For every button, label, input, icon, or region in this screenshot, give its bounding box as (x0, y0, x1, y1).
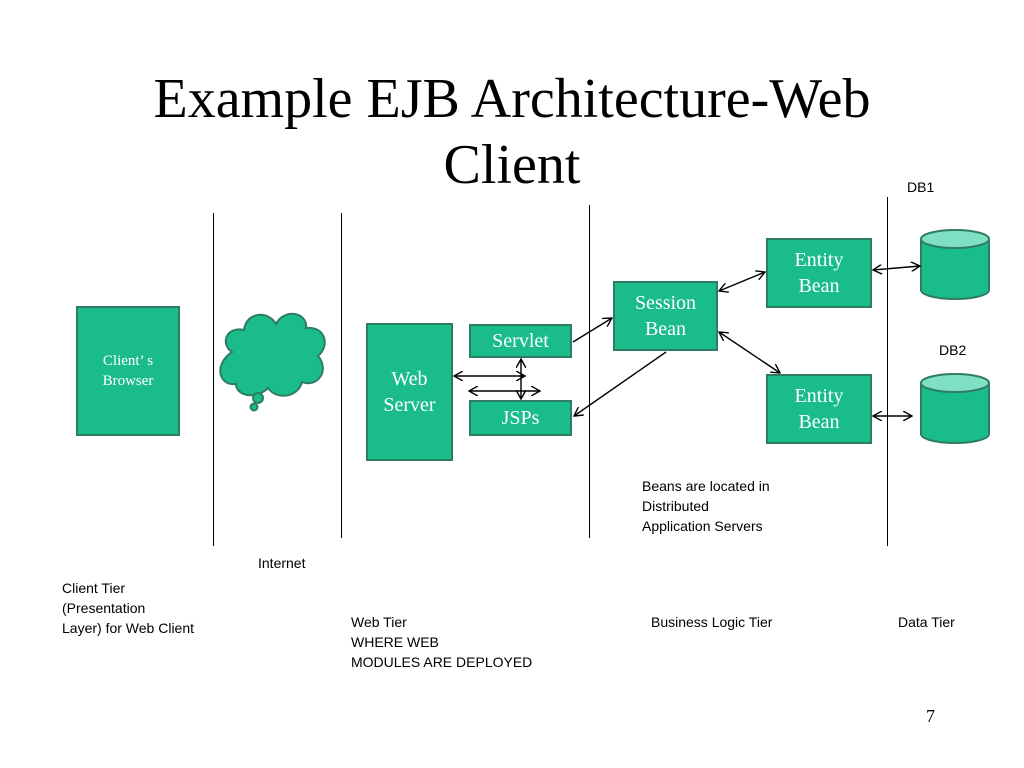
session-bean-box: Session Bean (613, 281, 718, 351)
arrow-entity1-db1 (873, 266, 920, 270)
servlet-box: Servlet (469, 324, 572, 358)
servlet-label: Servlet (492, 330, 549, 352)
arrow-session-entity1 (719, 272, 765, 291)
client-browser-box: Client’ s Browser (76, 306, 180, 436)
beans-note: Beans are located in Distributed Applica… (642, 478, 770, 534)
entity-bean-1-box: Entity Bean (766, 238, 872, 308)
tier-divider-2 (341, 213, 342, 538)
business-tier-label: Business Logic Tier (651, 614, 773, 630)
internet-label: Internet (258, 555, 306, 571)
slide-title: Example EJB Architecture-Web Client (60, 66, 964, 198)
web-server-label: Web Server (383, 368, 436, 416)
db1-cylinder-icon (920, 229, 990, 300)
tier-divider-3 (589, 205, 590, 538)
jsps-box: JSPs (469, 400, 572, 436)
client-browser-label: Client’ s Browser (102, 353, 154, 389)
entity-bean-2-box: Entity Bean (766, 374, 872, 444)
data-tier-label: Data Tier (898, 614, 955, 630)
arrow-session-jsps (574, 351, 667, 416)
web-tier-label: Web Tier WHERE WEB MODULES ARE DEPLOYED (351, 614, 533, 670)
internet-cloud-icon (219, 313, 326, 412)
arrow-session-entity2 (719, 332, 780, 373)
entity-bean-1-label: Entity Bean (794, 249, 844, 297)
web-server-box: Web Server (366, 323, 453, 461)
db2-cylinder-icon (920, 373, 990, 444)
page-number: 7 (926, 706, 935, 726)
arrow-servlet-session (572, 318, 612, 343)
jsps-label: JSPs (501, 407, 540, 429)
title-line-2: Client (443, 134, 581, 196)
db2-label: DB2 (939, 342, 967, 358)
tier-divider-4 (887, 197, 888, 546)
entity-bean-2-label: Entity Bean (794, 385, 844, 433)
db1-label: DB1 (907, 179, 935, 195)
client-tier-label: Client Tier (Presentation Layer) for Web… (62, 580, 195, 636)
title-line-1: Example EJB Architecture-Web (153, 68, 871, 130)
tier-divider-1 (213, 213, 214, 546)
session-bean-label: Session Bean (634, 292, 697, 340)
